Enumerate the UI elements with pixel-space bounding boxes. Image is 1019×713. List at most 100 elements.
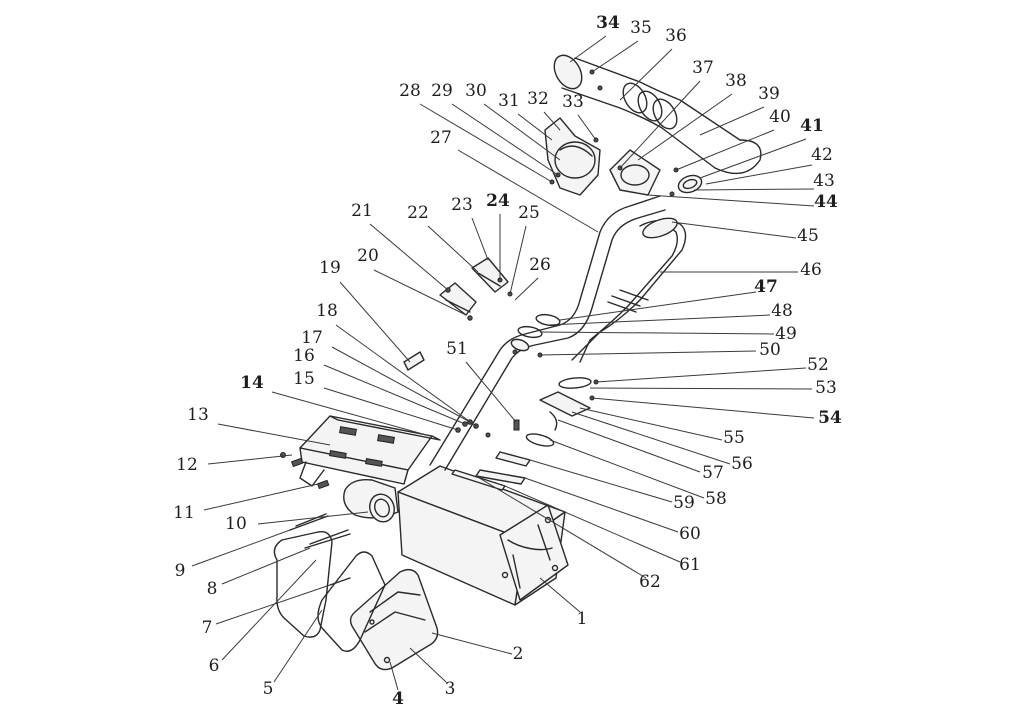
leader-line-11 — [203, 483, 319, 511]
leader-line-1 — [539, 577, 581, 613]
callout-31: 31 — [498, 91, 520, 111]
clamp-strap-set — [289, 513, 351, 586]
callout-5: 5 — [263, 679, 274, 699]
parts-drawing — [273, 54, 762, 671]
leader-line-7 — [215, 584, 331, 625]
callout-7: 7 — [202, 618, 213, 638]
turbo-heat-shield — [544, 117, 601, 196]
callout-25: 25 — [518, 203, 540, 223]
callout-46: 46 — [800, 260, 822, 280]
leader-line-37 — [619, 80, 701, 169]
callout-47: 47 — [754, 277, 778, 297]
leader-line-14 — [271, 391, 431, 437]
heat-shield-rear — [273, 531, 333, 638]
callout-36: 36 — [665, 26, 687, 46]
leader-line-33 — [577, 114, 597, 141]
callout-43: 43 — [813, 171, 835, 191]
callout-28: 28 — [399, 81, 421, 101]
callout-9: 9 — [175, 561, 186, 581]
callout-4: 4 — [392, 689, 404, 709]
leader-line-23 — [471, 217, 489, 261]
callout-53: 53 — [815, 378, 837, 398]
callout-49: 49 — [775, 324, 797, 344]
leader-line-20 — [373, 269, 467, 316]
callout-21: 21 — [351, 201, 373, 221]
clamps-47-50 — [512, 313, 561, 358]
leader-line-25 — [509, 225, 527, 295]
leader-line-36 — [619, 48, 673, 101]
leader-line-61 — [504, 485, 681, 563]
mounting-bracket-frame — [299, 415, 441, 487]
callout-11: 11 — [173, 503, 195, 523]
leader-line-13 — [217, 423, 331, 446]
callout-18: 18 — [316, 301, 338, 321]
leader-line-35 — [591, 40, 639, 73]
callout-23: 23 — [451, 195, 473, 215]
callout-15: 15 — [293, 369, 315, 389]
leader-line-47 — [559, 291, 757, 321]
callout-30: 30 — [465, 81, 487, 101]
leader-line-42 — [705, 164, 813, 185]
leader-line-10 — [257, 511, 369, 525]
callout-26: 26 — [529, 255, 551, 275]
leader-line-8 — [221, 547, 311, 585]
callout-42: 42 — [811, 145, 833, 165]
leader-line-30 — [483, 103, 561, 161]
main-exhaust-pipe — [429, 195, 666, 471]
callout-56: 56 — [731, 454, 753, 474]
leader-line-38 — [637, 93, 733, 161]
callout-6: 6 — [209, 656, 220, 676]
leader-line-3 — [409, 647, 447, 683]
leader-line-32 — [543, 111, 561, 131]
callout-12: 12 — [176, 455, 198, 475]
callout-41: 41 — [800, 116, 824, 136]
leader-line-28 — [419, 103, 553, 183]
leader-line-55 — [579, 407, 723, 441]
leader-line-44 — [647, 194, 815, 207]
callout-44: 44 — [814, 192, 838, 212]
callout-3: 3 — [445, 679, 456, 699]
leader-lines — [191, 35, 815, 691]
leader-line-56 — [571, 411, 731, 465]
leader-line-22 — [427, 225, 479, 273]
callout-62: 62 — [639, 572, 661, 592]
leader-line-4 — [389, 661, 399, 691]
leader-line-19 — [339, 281, 411, 363]
callout-19: 19 — [319, 258, 341, 278]
leader-line-60 — [524, 477, 679, 533]
leader-line-40 — [675, 129, 775, 171]
callout-34: 34 — [596, 13, 620, 33]
callout-38: 38 — [725, 71, 747, 91]
leader-line-59 — [529, 459, 673, 503]
callout-33: 33 — [562, 92, 584, 112]
callout-51: 51 — [446, 339, 468, 359]
callout-50: 50 — [759, 340, 781, 360]
callout-22: 22 — [407, 203, 429, 223]
callout-27: 27 — [430, 128, 452, 148]
callout-60: 60 — [679, 524, 701, 544]
leader-line-21 — [369, 223, 449, 291]
hanger-bracket-right — [471, 257, 513, 297]
heat-shield-front — [349, 568, 439, 671]
leader-line-5 — [273, 609, 323, 683]
leader-line-62 — [475, 475, 647, 579]
leader-line-48 — [547, 314, 771, 326]
callout-20: 20 — [357, 246, 379, 266]
leader-line-57 — [557, 419, 701, 473]
callout-40: 40 — [769, 107, 791, 127]
leader-line-54 — [591, 397, 815, 419]
callout-52: 52 — [807, 355, 829, 375]
callout-2: 2 — [513, 644, 524, 664]
callout-48: 48 — [771, 301, 793, 321]
bracket-small — [403, 351, 425, 371]
hanger-bracket-left — [439, 282, 477, 321]
leader-line-41 — [699, 138, 807, 179]
leader-line-51 — [465, 361, 517, 423]
leader-line-58 — [549, 439, 705, 499]
callout-45: 45 — [797, 226, 819, 246]
leader-line-27 — [457, 149, 599, 233]
leader-line-9 — [191, 529, 291, 567]
callout-54: 54 — [818, 408, 842, 428]
